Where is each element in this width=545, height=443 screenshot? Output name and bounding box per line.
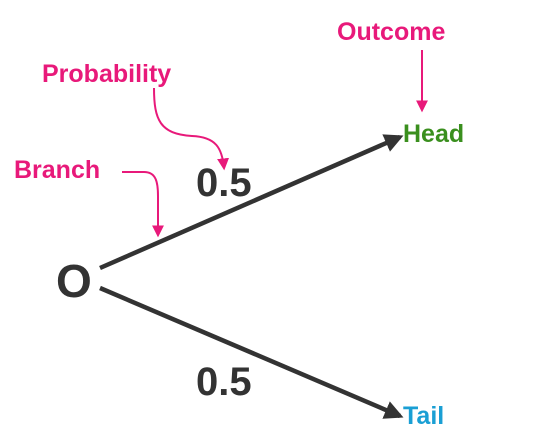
branch-line-head	[99, 134, 404, 271]
outcome-label-tail: Tail	[403, 402, 445, 430]
origin-node-label: O	[56, 255, 92, 307]
outcome-annotation: Outcome	[337, 18, 446, 46]
probability-annotation: Probability	[42, 60, 172, 88]
outcome-label-head: Head	[403, 120, 465, 148]
branch-line-tail	[99, 285, 404, 419]
probability-label-tail: 0.5	[196, 360, 252, 404]
branch-annotation: Branch	[14, 156, 101, 184]
probability-pointer-arrow	[153, 87, 230, 171]
probability-label-head: 0.5	[196, 161, 252, 205]
branch-pointer-arrow	[122, 171, 164, 238]
